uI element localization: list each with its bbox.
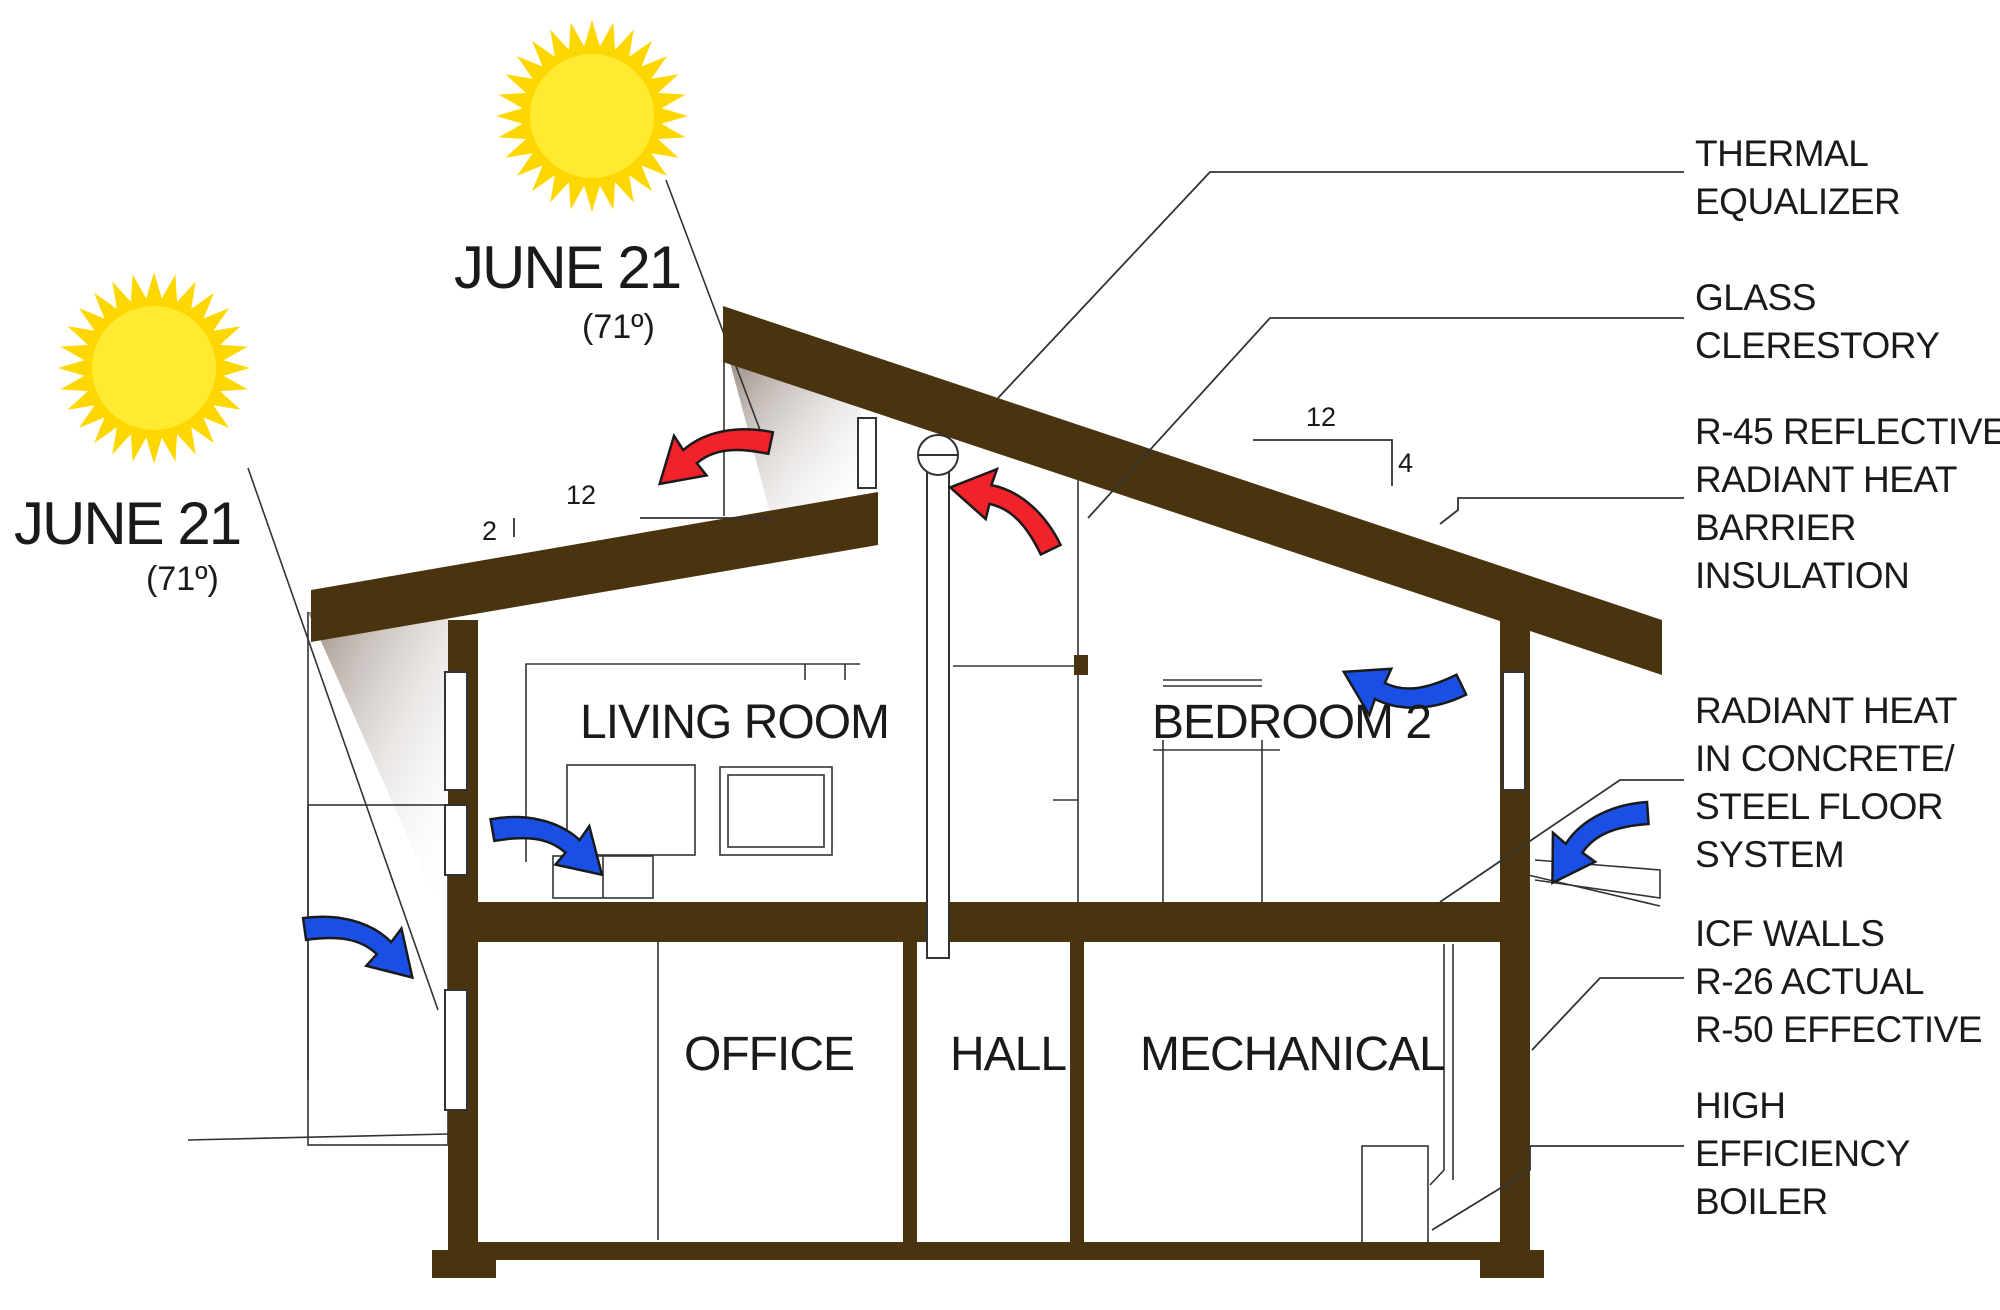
callout-radiant-barrier: R-45 REFLECTIVE RADIANT HEAT BARRIER INS… — [1695, 411, 2000, 596]
window-clerestory — [857, 417, 877, 489]
basement-slab — [448, 1242, 1530, 1260]
callout-icf-walls: ICF WALLS R-26 ACTUAL R-50 EFFECTIVE — [1695, 913, 1982, 1050]
room-label-hall: HALL — [950, 1028, 1066, 1081]
left-footing — [432, 1250, 496, 1278]
sun-core — [92, 306, 216, 430]
warm-air-arrows — [657, 428, 1063, 557]
pitch-markers — [513, 439, 1393, 537]
blue-curved-arrow-icon — [1341, 667, 1468, 719]
bedroom-wall-stub — [1074, 655, 1088, 675]
sun-angle-label: (71º) — [146, 560, 219, 598]
windows — [444, 417, 1526, 1111]
window-living-upper — [444, 671, 468, 791]
house-structure — [311, 306, 1662, 1278]
sun-date-label: JUNE 21 — [454, 234, 680, 301]
pitch-rise-label: 4 — [1398, 448, 1413, 478]
callout-glass-clerestory: GLASS CLERESTORY — [1695, 277, 1940, 366]
right-footing — [1480, 1250, 1544, 1278]
room-label-mechanical: MECHANICAL — [1140, 1028, 1445, 1081]
red-curved-arrow-icon — [947, 466, 1063, 557]
window-office — [444, 989, 468, 1111]
pitch-run-label: 12 — [566, 480, 596, 510]
sun-angle-label: (71º) — [582, 308, 655, 346]
summer-shade-lower — [308, 612, 448, 900]
sun-core — [530, 54, 654, 178]
callout-radiant-floor: RADIANT HEAT IN CONCRETE/ STEEL FLOOR SY… — [1695, 690, 1966, 875]
leader-lines — [997, 171, 1684, 1231]
hall-wall-left — [903, 942, 917, 1242]
lower-roof — [311, 492, 878, 642]
pitch-run-label: 12 — [1306, 402, 1336, 432]
upper-roof — [723, 306, 1662, 675]
thermal-equalizer-duct — [917, 434, 959, 959]
sun-date-label: JUNE 21 — [14, 490, 240, 557]
room-label-office: OFFICE — [684, 1028, 854, 1081]
window-living-lower — [444, 804, 468, 876]
blue-curved-arrow-icon — [489, 815, 604, 877]
room-label-bedroom-2: BEDROOM 2 — [1152, 696, 1431, 749]
callout-boiler: HIGH EFFICIENCY BOILER — [1695, 1085, 1919, 1222]
second-floor-slab — [448, 902, 1530, 942]
blue-curved-arrow-icon — [301, 915, 415, 980]
room-label-living-room: LIVING ROOM — [580, 696, 889, 749]
blue-curved-arrow-icon — [1551, 800, 1650, 885]
callout-thermal-equalizer: THERMAL EQUALIZER — [1695, 133, 1900, 222]
detail-lines — [187, 179, 1661, 1245]
hall-wall-right — [1070, 942, 1084, 1242]
cool-air-arrows — [301, 667, 1650, 980]
pitch-rise-label: 2 — [482, 516, 497, 546]
window-bedroom — [1502, 671, 1526, 791]
sun-icon — [496, 20, 688, 212]
sun-icon — [58, 272, 250, 464]
red-curved-arrow-icon — [657, 428, 775, 486]
